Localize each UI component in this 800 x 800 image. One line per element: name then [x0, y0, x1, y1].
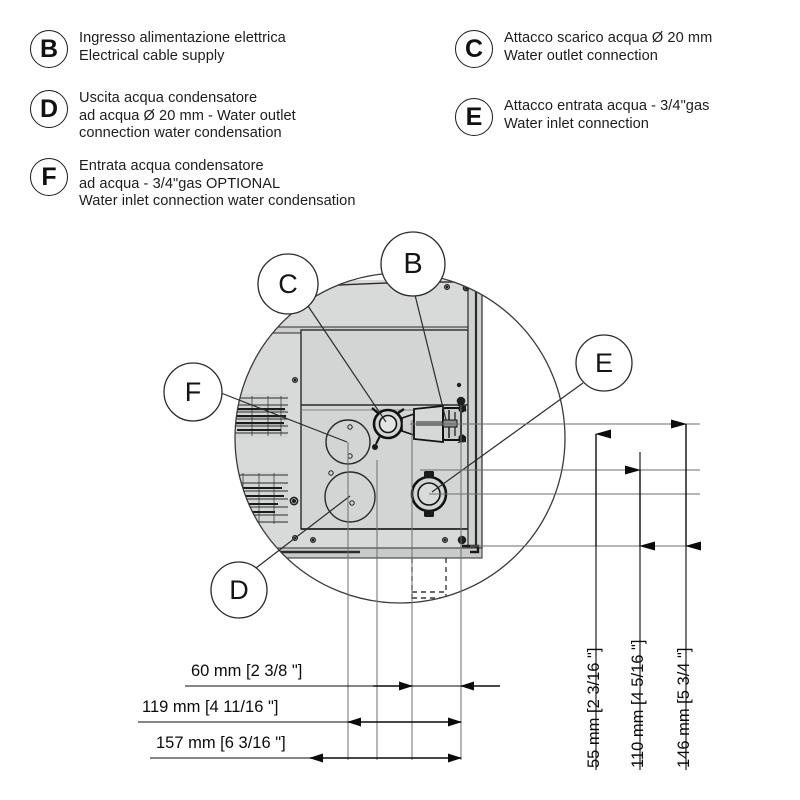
lower-vent-grille	[235, 472, 288, 524]
legend-bubble-e: E	[455, 98, 493, 136]
legend-line: ad acqua Ø 20 mm - Water outlet	[79, 107, 296, 124]
callout-label-f: F	[184, 376, 202, 407]
dim-label-55: 55 mm [2 3/16 "]	[585, 647, 603, 769]
legend-bubble-c: C	[455, 30, 493, 68]
dim-label-146: 146 mm [5 3/4 "]	[675, 647, 693, 769]
callout-label-d: D	[229, 574, 249, 605]
dim-label-119: 119 mm [4 11/16 "]	[142, 698, 279, 716]
leader-d	[255, 495, 351, 569]
callout-circle-f	[163, 362, 223, 422]
dim-label-157: 157 mm [6 3/16 "]	[156, 734, 286, 752]
callout-label-e: E	[594, 347, 613, 378]
legend-line: Water inlet connection	[504, 115, 649, 132]
legend-line: Water outlet connection	[504, 47, 658, 64]
legend-bubble-f: F	[30, 158, 68, 196]
leader-b	[413, 290, 447, 421]
callout-leader-lines	[220, 290, 584, 569]
dim-label-110: 110 mm [4 5/16 "]	[629, 639, 647, 768]
callout-circle-e	[575, 334, 633, 392]
callout-circle-c	[257, 253, 319, 315]
callout-bubbles	[163, 231, 633, 619]
legend-line: Entrata acqua condensatore	[79, 158, 264, 174]
legend-line: Uscita acqua condensatore	[79, 90, 258, 106]
legend-bubble-b: B	[30, 30, 68, 68]
callout-circle-d	[210, 561, 268, 619]
legend-line: Ingresso alimentazione elettrica	[79, 30, 286, 46]
callout-label-b: B	[403, 247, 423, 280]
legend-line: Attacco entrata acqua - 3/4"gas	[504, 98, 710, 114]
leader-e	[431, 382, 584, 493]
legend-line: Electrical cable supply	[79, 47, 225, 64]
legend-line: connection water condensation	[79, 125, 282, 142]
leader-f	[220, 392, 348, 443]
lower-knockout-hole	[324, 471, 376, 523]
legend-line: Water inlet connection water condensatio…	[79, 193, 356, 210]
legend-line: ad acqua - 3/4"gas OPTIONAL	[79, 175, 281, 192]
legend-bubble-d: D	[30, 90, 68, 128]
callout-label-c: C	[278, 268, 298, 299]
horizontal-dimension-lines	[138, 681, 500, 763]
hidden-bracket-outline	[411, 558, 447, 603]
leader-c	[305, 302, 387, 423]
legend-line: Attacco scarico acqua Ø 20 mm	[504, 30, 713, 46]
callout-circle-b	[380, 231, 446, 297]
dim-label-60: 60 mm [2 3/8 "]	[191, 662, 303, 680]
vertical-dimension-lines	[595, 419, 701, 770]
